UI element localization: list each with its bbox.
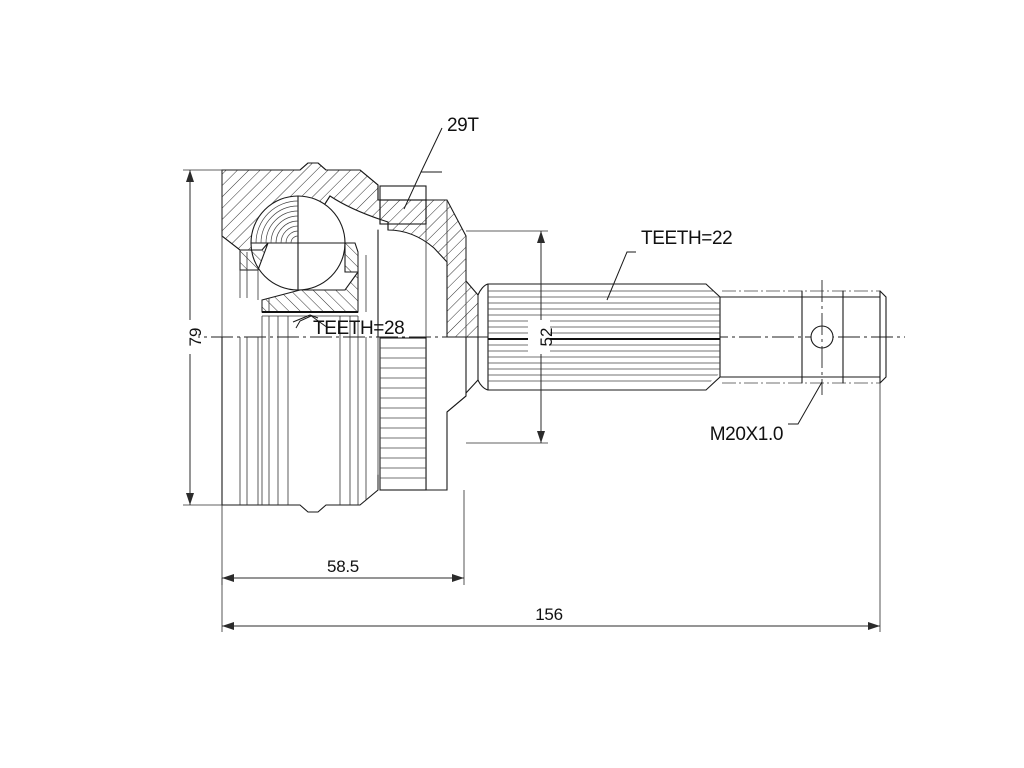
housing-lower-fillet — [446, 395, 467, 413]
label-29t-text: 29T — [447, 115, 479, 136]
label-teeth22-text: TEETH=22 — [641, 228, 732, 249]
label-teeth22-group: TEETH=22 — [606, 228, 733, 301]
housing-bottom-profile — [221, 336, 379, 513]
dimension-58-5: 58.5 — [221, 490, 465, 585]
ball-arc-4 — [270, 215, 299, 244]
cage-right-hatch — [344, 242, 359, 273]
dimension-52: 52 — [466, 230, 556, 444]
ball-arc-8 — [290, 235, 299, 244]
shaft-fillet-bottom — [477, 379, 489, 391]
label-teeth28-group: TEETH=28 — [292, 314, 405, 339]
abs-ring-top-plain — [379, 185, 427, 201]
housing-lower-transition — [465, 379, 479, 394]
dimension-79: 79 — [176, 169, 222, 506]
spline-teeth-group — [488, 290, 720, 382]
shaft-end-chamfer — [879, 290, 887, 384]
splined-shaft-body — [487, 283, 721, 391]
dim-52-text: 52 — [537, 328, 556, 347]
dim-79-text: 79 — [186, 328, 205, 347]
label-m20-group: M20X1.0 — [710, 381, 823, 445]
label-m20-text: M20X1.0 — [710, 424, 783, 445]
label-teeth28-text: TEETH=28 — [313, 318, 404, 339]
ball-arc-3 — [265, 210, 299, 244]
ball-arc-1 — [255, 200, 299, 244]
ball-arc-5 — [275, 220, 299, 244]
abs-ring-section — [379, 199, 427, 225]
abs-ring-teeth-group — [380, 347, 426, 479]
ball-arc-6 — [280, 225, 299, 244]
shaft-fillet-top — [477, 283, 489, 296]
abs-ring-lower — [379, 337, 427, 491]
ball-arc-2 — [260, 205, 299, 244]
dim-58-5-text: 58.5 — [327, 557, 359, 576]
dimension-156: 156 — [221, 383, 881, 632]
ball-arc-7 — [285, 230, 299, 244]
dim-156-text: 156 — [535, 605, 562, 624]
label-29t-group: 29T — [403, 115, 480, 210]
